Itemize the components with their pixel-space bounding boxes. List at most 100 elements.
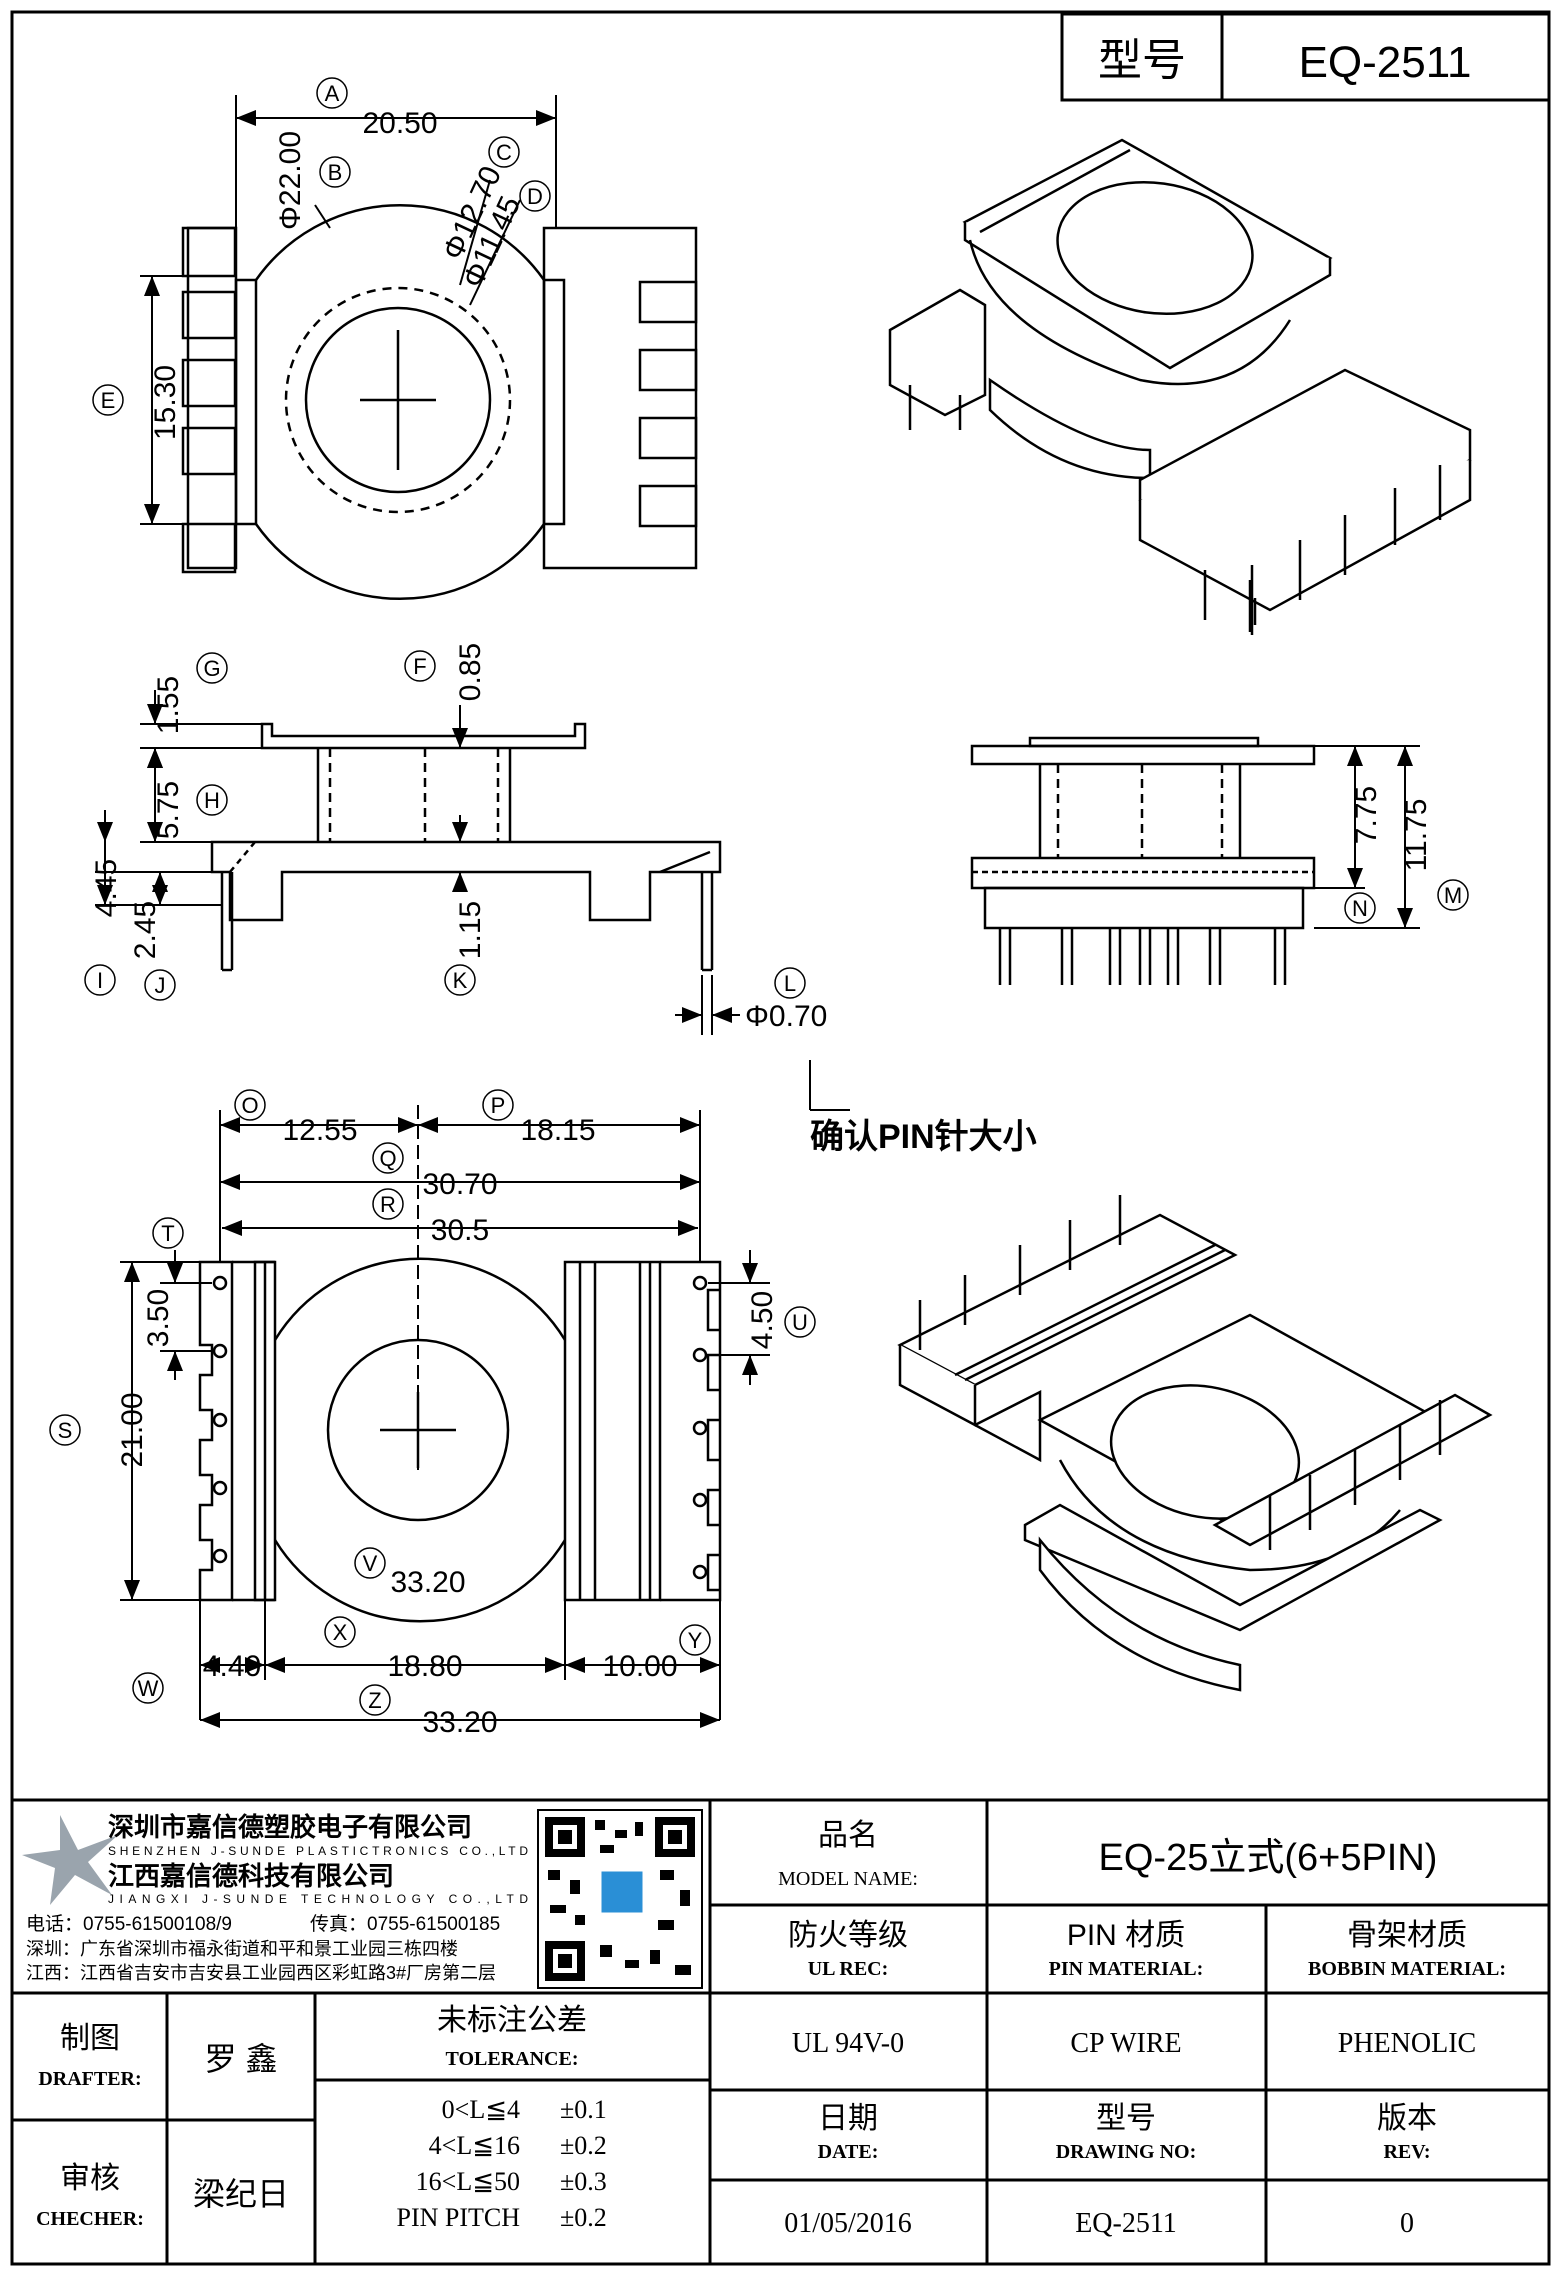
pin-mat-value: CP WIRE [1070, 2028, 1181, 2059]
tag-o: O [241, 1093, 258, 1118]
tolerance-value: ±0.2 [560, 2203, 607, 2232]
company-cn-2: 江西嘉信德科技有限公司 [108, 1861, 394, 1891]
model-name-cn: 品名 [818, 1819, 878, 1852]
rev-cn: 版本 [1377, 2102, 1437, 2135]
dim-y: 10.00 [602, 1650, 677, 1683]
dim-n: 7.75 [1350, 786, 1383, 844]
ul-en: UL REC: [808, 1958, 889, 1980]
dim-e: 15.30 [149, 365, 182, 440]
tag-s: S [58, 1418, 73, 1443]
tag-j: J [155, 973, 166, 998]
tag-m: M [1444, 883, 1462, 908]
tag-h: H [204, 788, 220, 813]
tolerance-value: ±0.2 [560, 2131, 607, 2160]
company-en-1: SHENZHEN J-SUNDE PLASTICTRONICS CO.,LTD [108, 1844, 528, 1858]
dim-r: 30.5 [431, 1214, 489, 1247]
dim-m: 11.75 [1400, 799, 1433, 872]
checker-en: CHECHER: [36, 2208, 144, 2230]
tag-r: R [380, 1192, 396, 1217]
side-view-dims [95, 690, 850, 1111]
pin-size-note: 确认PIN针大小 [810, 1118, 1037, 1156]
model-name-value: EQ-25立式(6+5PIN) [1099, 1837, 1438, 1879]
dim-j: 2.45 [129, 901, 162, 959]
tolerance-range: 0<L≦4 [442, 2095, 520, 2124]
company-info: 深圳市嘉信德塑胶电子有限公司 SHENZHEN J-SUNDE PLASTICT… [26, 1812, 528, 1983]
dim-t: 3.50 [142, 1289, 175, 1347]
side-view [210, 722, 722, 972]
tag-b: B [328, 160, 343, 185]
iso-view-2 [897, 1195, 1493, 1692]
dim-l: Φ0.70 [745, 1000, 827, 1033]
dim-f: 0.85 [454, 643, 487, 701]
tag-p: P [491, 1093, 506, 1118]
tolerance-range: 4<L≦16 [429, 2131, 520, 2160]
rev-value: 0 [1400, 2208, 1414, 2239]
tag-w: W [138, 1676, 159, 1701]
drawing-no-value: EQ-2511 [1075, 2208, 1177, 2239]
qr-code-icon [537, 1809, 703, 1989]
front-view-tag-text: N M [1352, 883, 1462, 921]
dim-w: 4.40 [203, 1650, 261, 1683]
tolerance-range: PIN PITCH [396, 2203, 520, 2232]
pin-mat-cn: PIN 材质 [1067, 1919, 1185, 1952]
side-view-tag-text: F G H I J K L [97, 654, 796, 998]
drawing-no-cn: 型号 [1096, 2102, 1156, 2135]
ul-cn: 防火等级 [788, 1919, 908, 1952]
dim-p: 18.15 [520, 1114, 595, 1147]
bottom-view-tag-text: O P Q R T U S V W X Y Z [58, 1093, 808, 1713]
bottom-view-tags [49, 1089, 816, 1716]
tag-x: X [333, 1620, 348, 1645]
header-model-value: EQ-2511 [1299, 38, 1472, 87]
bobbin-mat-value: PHENOLIC [1338, 2028, 1476, 2059]
outer-border [10, 10, 1551, 2266]
tag-a: A [325, 81, 340, 106]
pin-mat-en: PIN MATERIAL: [1049, 1958, 1204, 1980]
company-en-2: JIANGXI J-SUNDE TECHNOLOGY CO.,LTD [108, 1892, 528, 1906]
tolerance-range: 16<L≦50 [416, 2167, 520, 2196]
company-fax: 传真：0755-61500185 [310, 1913, 500, 1935]
side-view-tags [84, 650, 806, 1001]
dim-q: 30.70 [422, 1168, 497, 1201]
dim-k: 1.15 [454, 901, 487, 959]
bottom-view-dims [120, 1105, 770, 1728]
checker-cn: 审核 [60, 2162, 120, 2195]
ul-value: UL 94V-0 [792, 2028, 904, 2059]
header-model-box: 型号 EQ-2511 [1060, 12, 1551, 102]
dim-v: 33.20 [390, 1566, 465, 1599]
model-name-en: MODEL NAME: [778, 1868, 918, 1890]
date-value: 01/05/2016 [784, 2208, 912, 2239]
date-en: DATE: [818, 2141, 879, 2163]
tolerance-en: TOLERANCE: [446, 2048, 579, 2070]
front-view-tags [1344, 879, 1469, 924]
tolerance-value: ±0.1 [560, 2095, 607, 2124]
tolerance-cn: 未标注公差 [437, 2004, 587, 2037]
dim-s: 21.00 [116, 1392, 149, 1467]
drafter-cn: 制图 [60, 2022, 120, 2055]
front-view [970, 736, 1316, 985]
tag-z: Z [368, 1688, 381, 1713]
top-view-tag-text: A B C D E [101, 81, 543, 413]
drafter-en: DRAFTER: [38, 2068, 141, 2090]
tag-n: N [1352, 896, 1368, 921]
dim-h: 5.75 [152, 781, 185, 839]
tag-l: L [784, 971, 796, 996]
tag-v: V [363, 1551, 378, 1576]
title-block-grid [12, 1798, 1549, 2264]
dim-b: Φ22.00 [274, 131, 307, 230]
tag-f: F [413, 654, 426, 679]
company-phone: 电话：0755-61500108/9 [26, 1913, 232, 1935]
dim-o: 12.55 [282, 1114, 357, 1147]
tag-q: Q [379, 1146, 396, 1171]
drawing-no-en: DRAWING NO: [1056, 2141, 1197, 2163]
header-model-label: 型号 [1098, 36, 1186, 85]
drafter-name: 罗 鑫 [205, 2041, 278, 2077]
tolerance-value: ±0.3 [560, 2167, 607, 2196]
company-addr-sz: 深圳：广东省深圳市福永街道和平和景工业园三栋四楼 [26, 1939, 458, 1959]
dim-i: 4.45 [90, 859, 123, 917]
front-view-labels: 7.75 11.75 [1350, 786, 1433, 872]
tolerance-table: 0<L≦4 ±0.1 4<L≦16 ±0.2 16<L≦50 ±0.3 PIN … [396, 2095, 606, 2232]
top-view-dims [140, 95, 557, 525]
tag-i: I [97, 968, 103, 993]
